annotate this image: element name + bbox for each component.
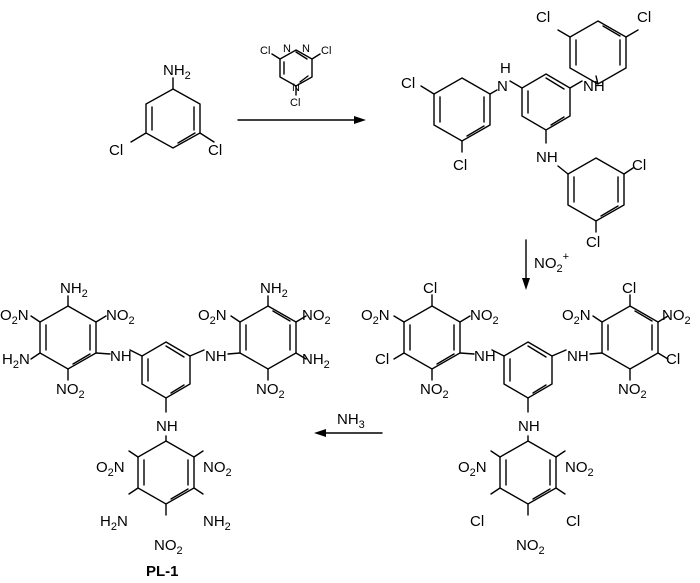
- nitro-label: NO2: [203, 459, 232, 479]
- product-pl1: NH NH NH NH2 O2N NO2 H2N NO2 NH2 O2N NO2…: [0, 280, 331, 580]
- nitro-label: NO2: [302, 307, 331, 327]
- cl-label: Cl: [375, 351, 389, 368]
- cl-label: Cl: [260, 45, 270, 57]
- product-label: PL-1: [146, 563, 179, 580]
- h-label: H: [500, 60, 511, 77]
- nh2-label: H2N: [100, 513, 128, 533]
- nh-label: NH: [518, 418, 540, 435]
- nh2-label: H2N: [2, 351, 30, 371]
- cl-label: Cl: [208, 142, 222, 159]
- nh-label: NH: [583, 78, 605, 95]
- arrow-step1: [237, 116, 366, 124]
- nh2-label: NH2: [203, 513, 231, 533]
- nitro-label: O2N: [562, 307, 591, 327]
- nitronium-reagent: NO2+: [534, 251, 569, 275]
- cl-label: Cl: [622, 280, 636, 297]
- nh-label: NH: [536, 149, 558, 166]
- cl-label: Cl: [470, 513, 484, 530]
- n-label: N: [292, 82, 300, 94]
- nitrated-intermediate: NH NH NH Cl O2N NO2 Cl NO2 Cl O2N NO2 Cl…: [361, 280, 691, 557]
- ammonia-reagent: NH3: [337, 411, 365, 431]
- cl-label: Cl: [566, 513, 580, 530]
- nh-label: NH: [474, 348, 496, 365]
- nitro-label: O2N: [361, 307, 390, 327]
- cl-label: Cl: [632, 157, 646, 174]
- cl-label: Cl: [321, 45, 331, 57]
- cl-label: Cl: [536, 9, 550, 26]
- trichlorophenyl-triazine: H N NH NH Cl Cl Cl Cl Cl Cl: [401, 9, 651, 251]
- nh-label: NH: [567, 348, 589, 365]
- nitro-label: O2N: [96, 459, 125, 479]
- nh-label: N: [497, 78, 508, 95]
- cl-label: Cl: [666, 351, 680, 368]
- n-label: N: [302, 43, 310, 55]
- cl-label: Cl: [290, 97, 300, 109]
- cyanuric-chloride-reagent: Cl Cl Cl N N N: [260, 43, 331, 109]
- nitro-label: NO2: [618, 381, 647, 401]
- nitro-label: O2N: [0, 307, 29, 327]
- cl-label: Cl: [401, 75, 415, 92]
- nitro-label: NO2: [470, 307, 499, 327]
- nh-label: NH: [205, 348, 227, 365]
- nh2-label: NH2: [260, 280, 288, 300]
- nitro-label: NO2: [565, 459, 594, 479]
- nitro-label: NO2: [516, 537, 545, 557]
- nitro-label: O2N: [198, 307, 227, 327]
- dichloroaniline: NH2 Cl Cl: [109, 62, 222, 159]
- cl-label: Cl: [453, 157, 467, 174]
- nitro-label: NO2: [420, 381, 449, 401]
- nh2-label: NH2: [163, 62, 191, 82]
- arrow-step3: NH3: [314, 411, 383, 437]
- nh-label: NH: [156, 418, 178, 435]
- nh2-label: NH2: [60, 280, 88, 300]
- nitro-label: NO2: [256, 381, 285, 401]
- nh-label: NH: [110, 348, 132, 365]
- nitro-label: NO2: [154, 537, 183, 557]
- nitro-label: NO2: [662, 307, 691, 327]
- nitro-label: NO2: [106, 307, 135, 327]
- cl-label: Cl: [637, 9, 651, 26]
- cl-label: Cl: [109, 142, 123, 159]
- nh2-label: NH2: [302, 351, 330, 371]
- nitro-label: NO2: [56, 381, 85, 401]
- arrow-step2: NO2+: [522, 239, 569, 290]
- n-label: N: [283, 43, 291, 55]
- cl-label: Cl: [423, 280, 437, 297]
- nitro-label: O2N: [458, 459, 487, 479]
- cl-label: Cl: [586, 234, 600, 251]
